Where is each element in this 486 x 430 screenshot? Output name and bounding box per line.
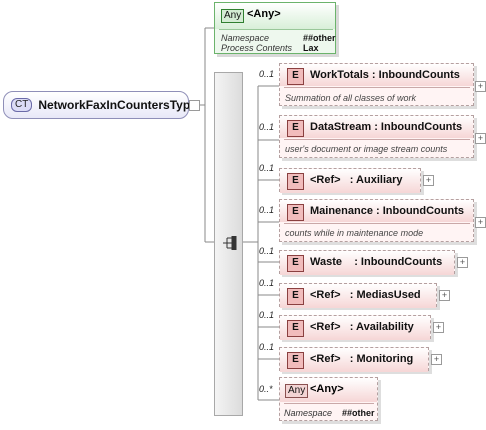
sequence-compositor[interactable] (214, 72, 243, 416)
complex-type-badge: CT (11, 98, 33, 112)
any-attribute-badge: Any (221, 9, 245, 23)
element-name: <Ref> : Auxiliary (310, 174, 403, 186)
element-badge: E (287, 320, 304, 337)
any-element-title: <Any> (310, 383, 344, 395)
occurrence-label: 0..1 (259, 205, 275, 215)
element-name: <Ref> : Monitoring (310, 353, 414, 365)
divider (284, 87, 470, 88)
element-badge: E (287, 204, 304, 221)
divider (284, 403, 374, 404)
process-contents-label: Process Contents (221, 43, 293, 53)
any-element-node[interactable]: Any <Any> Namespace ##other (279, 377, 378, 421)
occurrence-label: 0..1 (259, 163, 275, 173)
expand-plus-icon[interactable]: + (431, 354, 442, 365)
namespace-label: Namespace (284, 408, 333, 418)
occurrence-label: 0..1 (259, 278, 275, 288)
element-mediasused[interactable]: E <Ref> : MediasUsed (279, 283, 437, 308)
divider (219, 29, 333, 30)
expand-plus-icon[interactable]: + (475, 133, 486, 144)
element-description: counts while in maintenance mode (285, 228, 424, 238)
divider (284, 139, 470, 140)
occurrence-label: 0..1 (259, 342, 275, 352)
occurrence-label: 0..1 (259, 246, 275, 256)
element-badge: E (287, 352, 304, 369)
any-element-badge: Any (285, 384, 309, 398)
element-name: DataStream : InboundCounts (310, 121, 463, 133)
expand-toggle-root[interactable] (189, 100, 200, 111)
namespace-value: ##other (342, 408, 375, 418)
occurrence-label: 0..1 (259, 122, 275, 132)
any-attribute-title: <Any> (247, 8, 281, 20)
complex-type-name: NetworkFaxInCountersType (38, 98, 197, 112)
process-contents-value: Lax (303, 43, 319, 53)
element-name: Waste : InboundCounts (310, 256, 443, 268)
expand-plus-icon[interactable]: + (475, 81, 486, 92)
element-monitoring[interactable]: E <Ref> : Monitoring (279, 347, 429, 372)
element-description: Summation of all classes of work (285, 93, 417, 103)
element-availability[interactable]: E <Ref> : Availability (279, 315, 431, 340)
element-badge: E (287, 255, 304, 272)
occurrence-label: 0..1 (259, 310, 275, 320)
element-badge: E (287, 68, 304, 85)
element-badge: E (287, 288, 304, 305)
complex-type-node[interactable]: CT NetworkFaxInCountersType (3, 91, 197, 119)
element-waste[interactable]: E Waste : InboundCounts (279, 250, 455, 275)
element-description: user's document or image stream counts (285, 144, 448, 154)
element-mainenance[interactable]: E Mainenance : InboundCounts counts whil… (279, 199, 474, 242)
expand-plus-icon[interactable]: + (475, 217, 486, 228)
expand-plus-icon[interactable]: + (457, 257, 468, 268)
expand-plus-icon[interactable]: + (433, 322, 444, 333)
element-name: <Ref> : Availability (310, 321, 414, 333)
element-name: WorkTotals : InboundCounts (310, 69, 460, 81)
any-attribute-node[interactable]: Any <Any> Namespace ##other Process Cont… (214, 2, 336, 54)
namespace-label: Namespace (221, 33, 270, 43)
occurrence-label: 0..1 (259, 69, 275, 79)
element-badge: E (287, 120, 304, 137)
element-datastream[interactable]: E DataStream : InboundCounts user's docu… (279, 115, 474, 158)
expand-plus-icon[interactable]: + (423, 175, 434, 186)
element-name: <Ref> : MediasUsed (310, 289, 421, 301)
expand-plus-icon[interactable]: + (439, 290, 450, 301)
element-badge: E (287, 173, 304, 190)
namespace-value: ##other (303, 33, 336, 43)
element-name: Mainenance : InboundCounts (310, 205, 464, 217)
element-worktotals[interactable]: E WorkTotals : InboundCounts Summation o… (279, 63, 474, 106)
occurrence-label: 0..* (259, 384, 273, 394)
element-auxiliary[interactable]: E <Ref> : Auxiliary (279, 168, 421, 193)
divider (284, 223, 470, 224)
sequence-icon (223, 236, 237, 250)
